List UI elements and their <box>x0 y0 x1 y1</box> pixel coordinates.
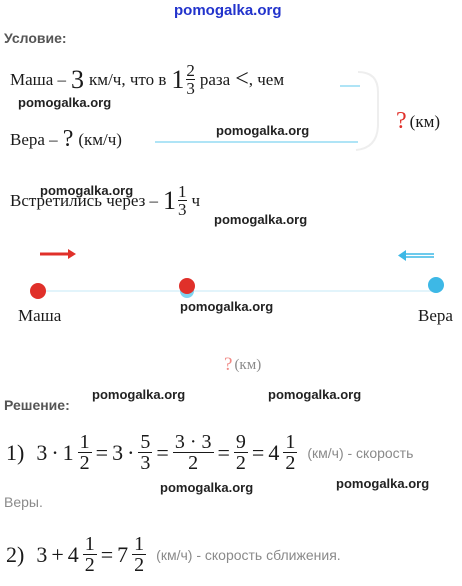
vera-point-icon <box>428 277 444 293</box>
ratio-fraction: 2 3 <box>186 62 195 97</box>
step1-eq2: = <box>156 439 169 465</box>
diagram-left-label: Маша <box>18 306 62 325</box>
step1-eq3: = <box>217 439 230 465</box>
watermark: pomogalka.org <box>92 387 186 402</box>
watermark: pomogalka.org <box>268 387 362 402</box>
arrow-left-icon <box>398 250 434 261</box>
line1-suffix: , чем <box>248 69 285 89</box>
masha-point-icon <box>30 283 46 299</box>
watermark: pomogalka.org <box>336 476 430 491</box>
step1-b: 3 <box>112 439 124 465</box>
step1-a: 3 <box>36 439 48 465</box>
condition-line-1: Маша – 3 км/ч, что в 1 2 3 раза < , чем <box>10 62 284 97</box>
step1-eq1: = <box>95 439 109 465</box>
side-question-unit: (км) <box>409 111 440 131</box>
step2-eq1: = <box>100 541 114 567</box>
less-sign: < <box>235 66 249 92</box>
meet-denominator: 3 <box>178 200 187 219</box>
side-question-mark: ? <box>396 108 407 134</box>
watermark: pomogalka.org <box>40 183 134 198</box>
site-title: pomogalka.org <box>174 2 282 19</box>
condition-line-3: Встретились через – 1 1 3 ч <box>10 183 200 218</box>
step1-dot1: · <box>51 439 59 465</box>
step-number: 1) <box>6 439 25 465</box>
vera-unit: (км/ч) <box>78 129 122 149</box>
distance-unit: (км) <box>234 356 262 373</box>
step1-unit: (км/ч) - скорость <box>307 444 414 461</box>
step2-whole1: 4 <box>67 541 79 567</box>
watermark: pomogalka.org <box>216 123 310 138</box>
step-number: 2) <box>6 541 25 567</box>
watermark: pomogalka.org <box>18 95 112 110</box>
vera-question: ? <box>62 126 74 152</box>
condition-header: Условие: <box>4 30 67 46</box>
meet-unit: ч <box>191 190 201 210</box>
meet-numerator: 1 <box>178 182 187 201</box>
step2-a: 3 <box>36 541 48 567</box>
step1-whole5: 4 <box>268 439 280 465</box>
step1-eq4: = <box>251 439 265 465</box>
meet-whole: 1 <box>163 185 177 215</box>
step2-unit: (км/ч) - скорость сближения. <box>156 546 341 563</box>
step1-whole1: 1 <box>62 439 74 465</box>
right-brace <box>355 71 379 151</box>
ratio-times: раза <box>199 69 231 89</box>
meeting-point-icon <box>179 278 195 294</box>
side-question: ? (км) <box>396 108 440 135</box>
ratio-numerator: 2 <box>186 61 195 80</box>
ratio-denominator: 3 <box>186 79 195 98</box>
ratio-whole: 1 <box>171 64 185 94</box>
meet-fraction: 1 3 <box>178 183 187 218</box>
diagram-right-label: Вера <box>418 306 453 325</box>
watermark: pomogalka.org <box>214 212 308 227</box>
step2-whole2: 7 <box>117 541 129 567</box>
watermark: pomogalka.org <box>180 299 274 314</box>
masha-speed: 3 <box>71 64 85 94</box>
masha-unit: км/ч, что в <box>89 69 167 89</box>
diagram-distance: ? (км) <box>224 354 261 376</box>
solution-header: Решение: <box>4 397 70 413</box>
condition-line-2: Вера – ? (км/ч) <box>10 126 122 153</box>
step2-plus: + <box>51 541 64 567</box>
step1-tail: Веры. <box>4 494 43 510</box>
meet-prefix: Встретились через – <box>10 190 159 210</box>
watermark: pomogalka.org <box>160 480 254 495</box>
vera-prefix: Вера – <box>10 129 58 149</box>
step1-dot2: · <box>127 439 135 465</box>
arrow-right-icon <box>40 249 76 259</box>
distance-question-mark: ? <box>224 354 233 375</box>
masha-prefix: Маша – <box>10 69 67 89</box>
